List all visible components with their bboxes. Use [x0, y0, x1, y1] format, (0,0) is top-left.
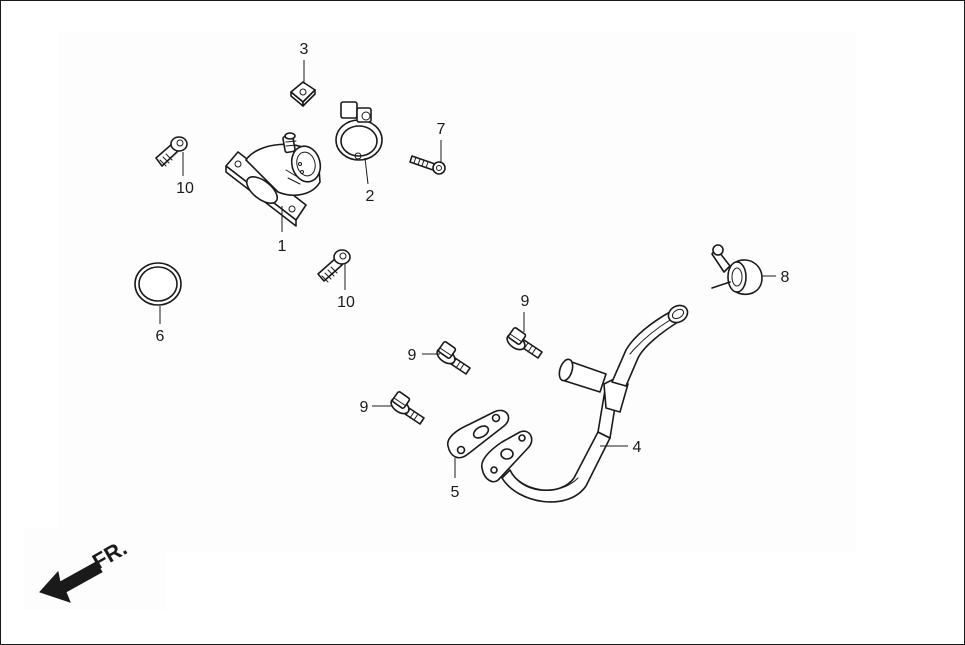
callout-10-lower: 10	[337, 294, 355, 311]
part-4-pipe	[480, 304, 689, 503]
callout-4: 4	[633, 439, 642, 456]
part-9-bolt-a	[506, 327, 543, 359]
leader-2	[364, 157, 369, 185]
callout-9c: 9	[360, 399, 369, 416]
part-5-gasket	[446, 409, 510, 459]
diagram-panel	[58, 32, 856, 552]
callout-7: 7	[437, 121, 446, 138]
callout-6: 6	[156, 328, 165, 345]
callout-2: 2	[366, 188, 375, 205]
callout-8: 8	[781, 269, 790, 286]
front-arrow-icon	[39, 561, 103, 603]
part-2-clamp	[335, 101, 383, 161]
part-8-hose-clip	[711, 244, 763, 296]
callout-1: 1	[278, 238, 287, 255]
callout-3: 3	[300, 41, 309, 58]
part-9-bolt-b	[436, 341, 471, 375]
callout-10-upper: 10	[176, 180, 194, 197]
part-10-bolt-upper	[155, 136, 188, 167]
callout-5: 5	[451, 484, 460, 501]
part-6-o-ring	[134, 262, 182, 306]
part-7-bolt	[409, 155, 446, 175]
callout-9a: 9	[521, 293, 530, 310]
part-9-bolt-c	[390, 391, 425, 425]
callout-9b: 9	[408, 347, 417, 364]
part-3-nut	[290, 81, 316, 107]
part-1-manifold	[225, 132, 322, 227]
part-10-bolt-lower	[317, 249, 351, 283]
